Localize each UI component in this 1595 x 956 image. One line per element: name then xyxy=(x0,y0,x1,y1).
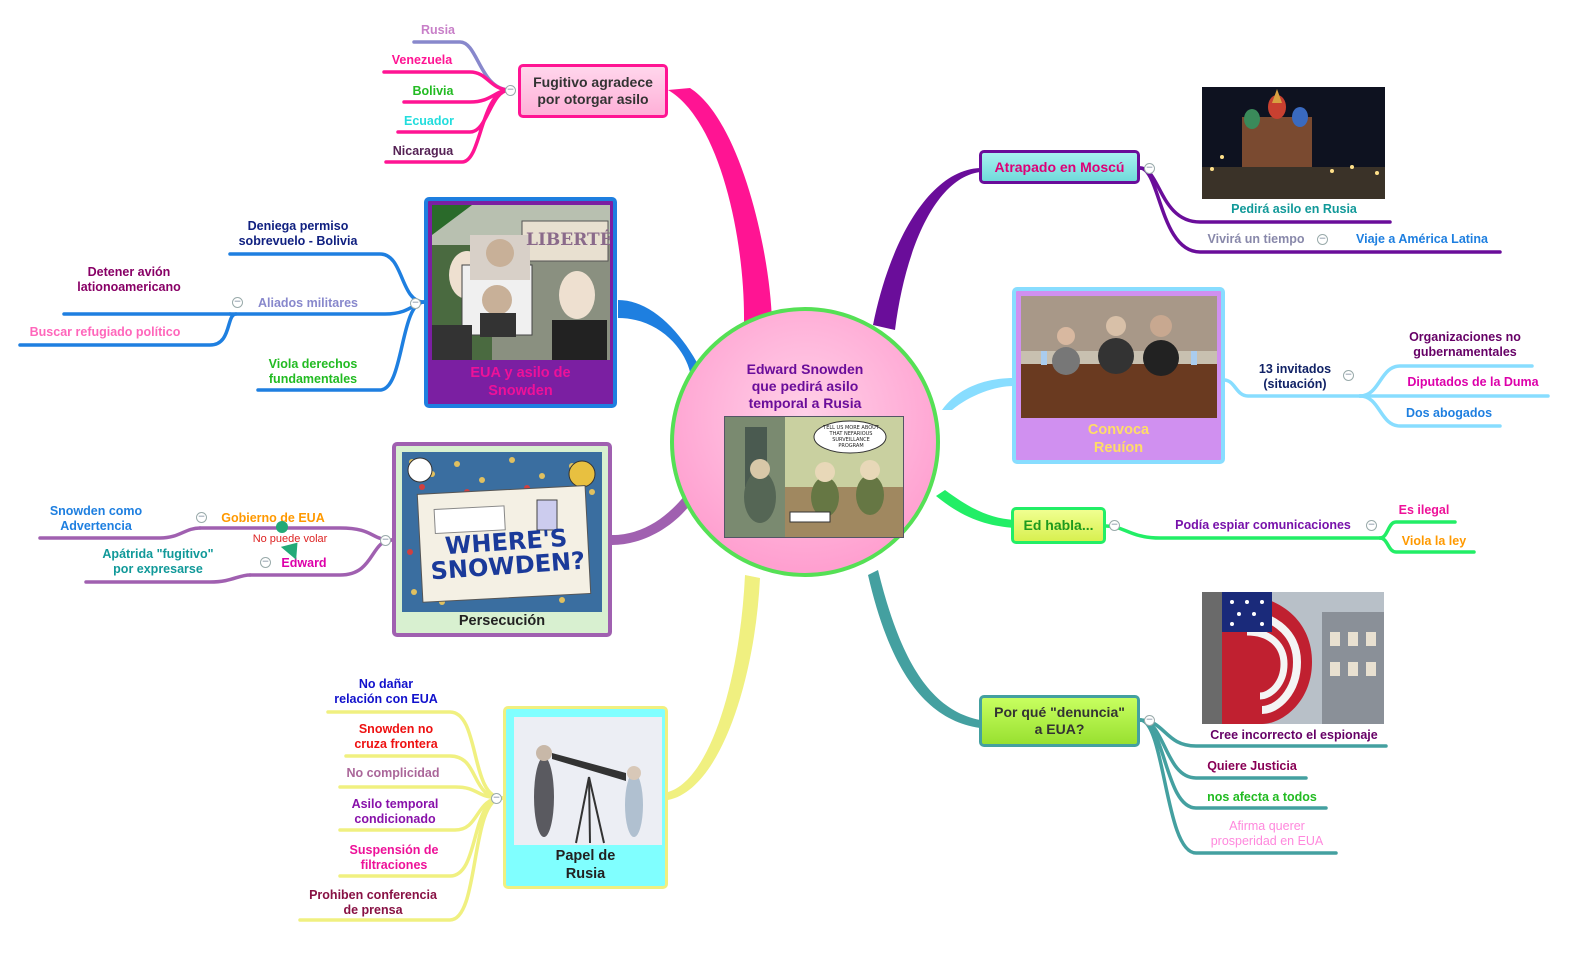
child-buscar[interactable]: Buscar refugiado político xyxy=(29,325,181,339)
collapse-icon[interactable]: − xyxy=(260,557,271,568)
node-moscu[interactable]: Atrapado en Moscú xyxy=(979,150,1140,184)
child-deniega[interactable]: Deniega permiso sobrevuelo - Bolivia xyxy=(238,219,358,248)
child-podia-espiar[interactable]: Podía espiar comunicaciones xyxy=(1175,518,1351,532)
node-persecucion-caption: Persecución xyxy=(458,613,546,629)
node-habla-label: Ed habla... xyxy=(1023,517,1094,533)
child-es-ilegal[interactable]: Es ilegal xyxy=(1398,503,1450,517)
branch-persecucion xyxy=(612,495,690,545)
collapse-icon[interactable]: − xyxy=(1144,163,1155,174)
child-cree-incorrecto[interactable]: Cree incorrecto el espionaje xyxy=(1210,728,1378,742)
child-ecuador[interactable]: Ecuador xyxy=(403,114,454,128)
child-viola-la-ley[interactable]: Viola la ley xyxy=(1401,534,1467,548)
child-no-cruza[interactable]: Snowden no cruza frontera xyxy=(354,722,438,751)
node-fugitivo[interactable]: Fugitivo agradece por otorgar asilo xyxy=(518,64,668,118)
collapse-icon[interactable]: − xyxy=(505,85,516,96)
node-moscu-label: Atrapado en Moscú xyxy=(994,158,1125,175)
collapse-icon[interactable]: − xyxy=(1366,520,1377,531)
child-aliados[interactable]: Aliados militares xyxy=(257,296,359,310)
child-bolivia[interactable]: Bolivia xyxy=(412,84,454,98)
central-topic[interactable]: Edward Snowden que pedirá asilo temporal… xyxy=(670,307,940,577)
collapse-icon[interactable]: − xyxy=(1109,520,1120,531)
child-venezuela[interactable]: Venezuela xyxy=(391,53,453,67)
persecucion-poster-text: WHERE'S SNOWDEN? xyxy=(429,523,586,586)
eua-protest-image: LIBERTÉ xyxy=(432,205,610,360)
child-diputados[interactable]: Diputados de la Duma xyxy=(1407,375,1539,389)
child-snowden-advertencia[interactable]: Snowden como Advertencia xyxy=(49,504,143,533)
ear-flag-photo xyxy=(1202,592,1384,724)
child-asilo-temporal[interactable]: Asilo temporal condicionado xyxy=(351,797,439,826)
child-nicaragua[interactable]: Nicaragua xyxy=(392,144,454,158)
child-edward[interactable]: Edward xyxy=(281,556,327,570)
node-fugitivo-label: Fugitivo agradece por otorgar asilo xyxy=(533,74,653,107)
collapse-icon[interactable]: − xyxy=(410,298,421,309)
persecucion-poster-image: WHERE'S SNOWDEN? xyxy=(402,452,602,612)
cartoon-speech-text: TELL US MORE ABOUT THAT NEFARIOUS SURVEI… xyxy=(823,425,879,449)
eua-sign-text: LIBERTÉ xyxy=(526,230,610,250)
collapse-icon[interactable]: − xyxy=(1343,370,1354,381)
child-vivira[interactable]: Vivirá un tiempo xyxy=(1207,232,1305,246)
child-detener[interactable]: Detener avión lationoamericano xyxy=(77,265,181,294)
node-eua[interactable]: LIBERTÉ EUA y asilo de Snowden xyxy=(424,197,617,408)
papel-telescope-image xyxy=(514,717,662,845)
child-gobierno-eua[interactable]: Gobierno de EUA xyxy=(221,511,325,525)
branch-eua xyxy=(618,300,700,372)
branch-porque xyxy=(868,570,980,728)
collapse-icon[interactable]: − xyxy=(196,512,207,523)
branch-habla xyxy=(936,490,1014,528)
child-no-danar[interactable]: No dañar relación con EUA xyxy=(334,677,438,706)
child-pedira-asilo[interactable]: Pedirá asilo en Rusia xyxy=(1231,202,1357,216)
collapse-icon[interactable]: − xyxy=(491,793,502,804)
child-apatrida[interactable]: Apátrida "fugitivo" por expresarse xyxy=(102,547,214,576)
collapse-icon[interactable]: − xyxy=(380,535,391,546)
node-papel[interactable]: Papel de Rusia xyxy=(503,706,668,889)
convoca-meeting-photo xyxy=(1021,296,1217,418)
branch-fugitivo xyxy=(668,88,772,322)
branch-convoca xyxy=(942,378,1014,410)
branch-moscu xyxy=(873,168,980,330)
child-viaje[interactable]: Viaje a América Latina xyxy=(1355,232,1488,246)
child-suspension[interactable]: Suspensión de filtraciones xyxy=(349,843,439,872)
node-convoca-caption: Convoca Reuíon xyxy=(1087,422,1150,456)
node-papel-caption: Papel de Rusia xyxy=(555,848,616,882)
child-viola-derechos[interactable]: Viola derechos fundamentales xyxy=(268,357,358,386)
node-eua-caption: EUA y asilo de Snowden xyxy=(428,360,613,404)
collapse-icon[interactable]: − xyxy=(1144,715,1155,726)
moscow-photo xyxy=(1202,87,1385,199)
branch-papel xyxy=(668,575,760,800)
child-afirma-querer[interactable]: Afirma querer prosperidad en EUA xyxy=(1210,819,1324,848)
central-topic-title: Edward Snowden que pedirá asilo temporal… xyxy=(746,361,864,411)
child-quiere-justicia[interactable]: Quiere Justicia xyxy=(1207,759,1297,773)
child-organizaciones[interactable]: Organizaciones no gubernamentales xyxy=(1409,330,1521,359)
node-porque[interactable]: Por qué "denuncia" a EUA? xyxy=(979,695,1140,747)
collapse-icon[interactable]: − xyxy=(1317,234,1328,245)
child-no-puede-volar[interactable]: No puede volar xyxy=(252,533,328,545)
central-cartoon-image: TELL US MORE ABOUT THAT NEFARIOUS SURVEI… xyxy=(724,416,904,538)
node-persecucion[interactable]: WHERE'S SNOWDEN? Persecución xyxy=(392,442,612,637)
node-porque-label: Por qué "denuncia" a EUA? xyxy=(994,704,1125,737)
relationship-marker-icon xyxy=(276,521,288,533)
child-prohiben[interactable]: Prohiben conferencia de prensa xyxy=(309,888,437,917)
node-habla[interactable]: Ed habla... xyxy=(1011,507,1106,544)
child-nos-afecta[interactable]: nos afecta a todos xyxy=(1207,790,1317,804)
collapse-icon[interactable]: − xyxy=(232,297,243,308)
child-no-complicidad[interactable]: No complicidad xyxy=(346,766,440,780)
child-dos-abogados[interactable]: Dos abogados xyxy=(1405,406,1493,420)
child-rusia[interactable]: Rusia xyxy=(420,23,456,37)
node-convoca[interactable]: Convoca Reuíon xyxy=(1012,287,1225,464)
child-13-invitados[interactable]: 13 invitados (situación) xyxy=(1258,362,1332,391)
